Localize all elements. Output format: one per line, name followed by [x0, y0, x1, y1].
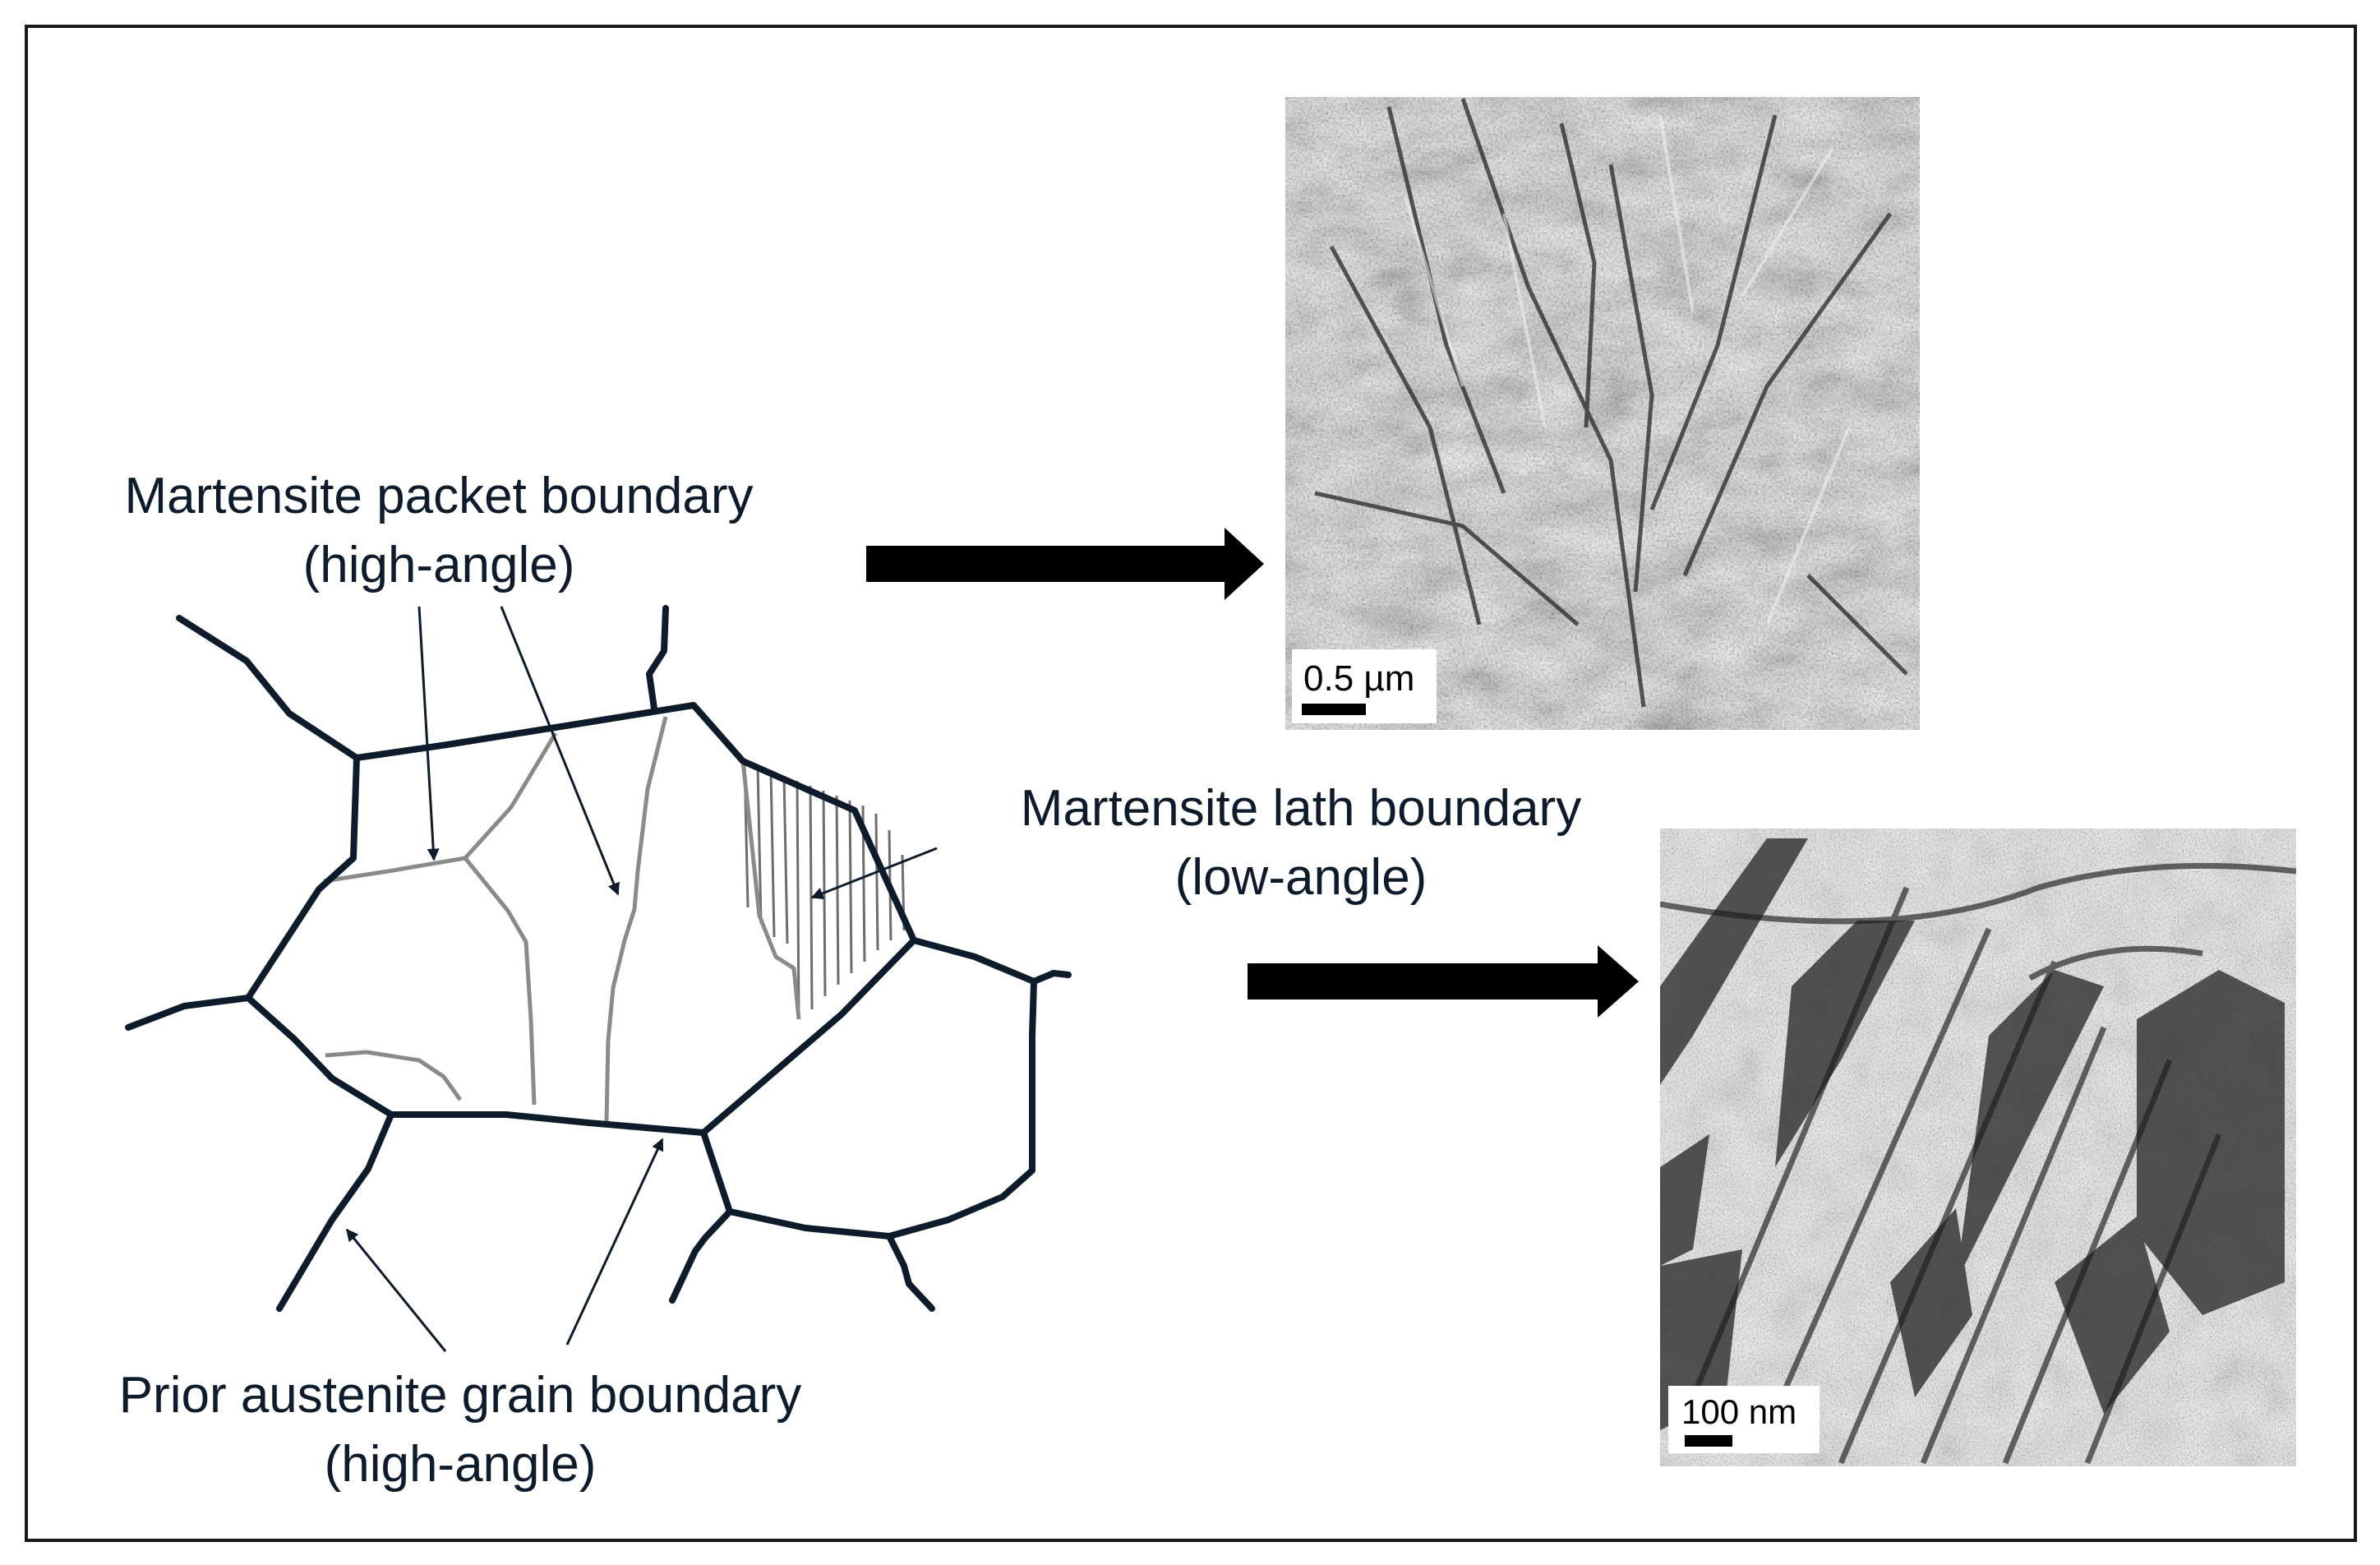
label-prior-austenite: Prior austenite grain boundary (high-ang…	[99, 1361, 822, 1499]
label-lath-line2: (low-angle)	[1174, 849, 1428, 906]
packet-boundaries	[323, 716, 801, 1122]
label-prior-line1: Prior austenite grain boundary	[118, 1367, 802, 1424]
micrograph-top: 0.5 µm	[1285, 97, 1920, 730]
arrow-prior-1	[345, 1228, 447, 1352]
scale-label-top: 0.5 µm	[1303, 658, 1414, 699]
arrow-prior-2	[565, 1138, 664, 1346]
label-lath-line1: Martensite lath boundary	[1020, 780, 1582, 837]
scale-bar-top	[1302, 704, 1366, 715]
arrow-packet-2	[500, 606, 620, 896]
grain-boundaries	[125, 605, 1072, 1312]
arrow-lath	[810, 847, 938, 900]
scale-label-bottom: 100 nm	[1681, 1392, 1797, 1431]
label-lath-boundary: Martensite lath boundary (low-angle)	[952, 774, 1650, 912]
arrow-packet-1	[417, 606, 440, 861]
block-arrow-top	[866, 528, 1264, 600]
micrograph-bottom: 100 nm	[1660, 829, 2296, 1466]
label-packet-line1: Martensite packet boundary	[124, 468, 754, 524]
label-packet-line2: (high-angle)	[302, 537, 575, 593]
figure-frame	[25, 25, 2357, 1542]
annotation-arrows	[345, 606, 938, 1352]
label-packet-boundary: Martensite packet boundary (high-angle)	[77, 462, 800, 600]
scale-bar-bottom	[1685, 1435, 1732, 1447]
label-prior-line2: (high-angle)	[324, 1436, 597, 1493]
block-arrow-bottom	[1248, 945, 1639, 1018]
